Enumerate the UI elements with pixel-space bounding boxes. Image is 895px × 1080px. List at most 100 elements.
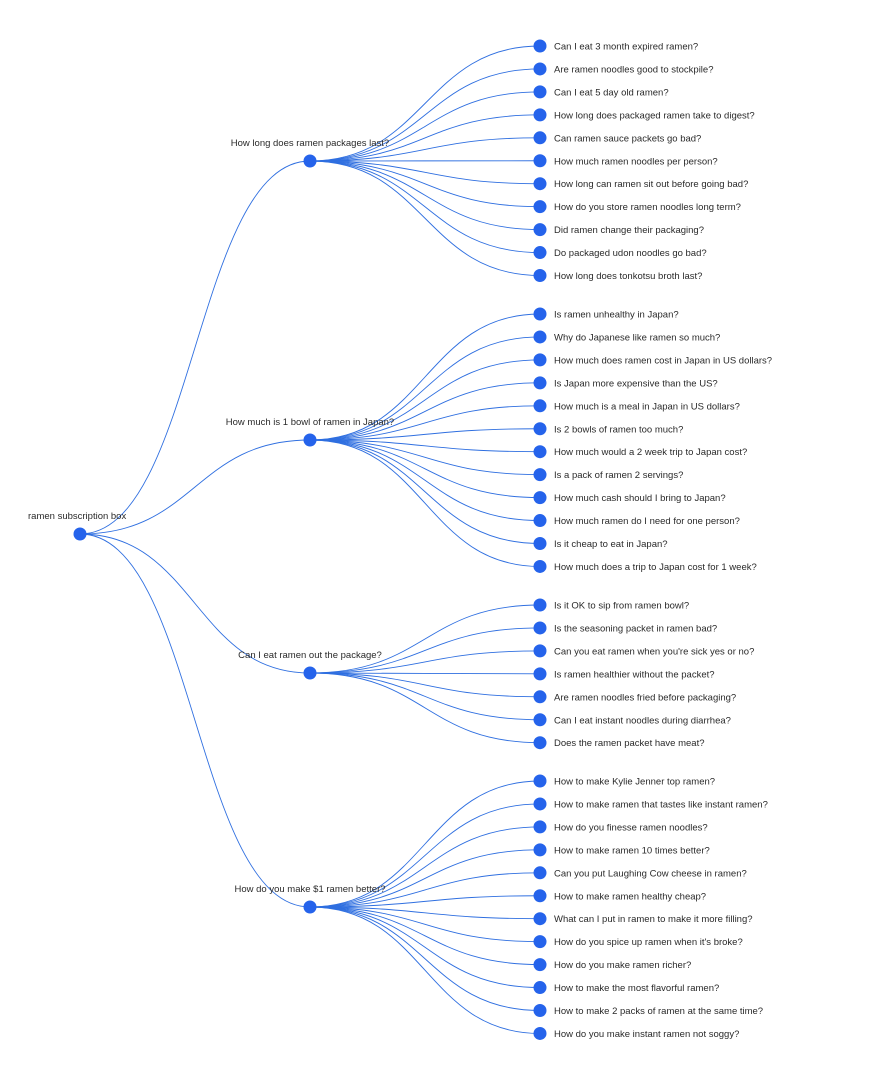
leaf-node[interactable] [533,468,547,482]
leaf-label: How much ramen do I need for one person? [554,516,740,527]
branch-node[interactable] [303,154,317,168]
leaf-label: Did ramen change their packaging? [554,225,704,236]
branch-leaf-edge [309,906,541,1011]
leaf-node[interactable] [533,269,547,282]
leaf-node[interactable] [533,644,547,658]
branch-leaf-edge [309,906,541,966]
leaf-label: What can I put in ramen to make it more … [554,914,753,925]
leaf-node[interactable] [533,537,547,550]
leaf-label: How long does packaged ramen take to dig… [554,110,755,121]
leaf-label: How long can ramen sit out before going … [554,179,748,190]
branch-node[interactable] [303,433,317,447]
leaf-node[interactable] [533,820,547,834]
leaf-node[interactable] [533,246,547,260]
leaf-node[interactable] [533,445,547,459]
leaf-node[interactable] [533,85,547,99]
leaf-label: Are ramen noodles good to stockpile? [554,64,714,75]
branch-leaf-edge [309,160,541,185]
leaf-node[interactable] [533,399,547,413]
leaf-node[interactable] [533,200,547,214]
leaf-label: How to make 2 packs of ramen at the same… [554,1006,763,1017]
leaf-label: Can I eat instant noodles during diarrhe… [554,715,731,726]
leaf-node[interactable] [533,422,547,436]
leaf-node[interactable] [533,491,547,505]
branch-leaf-edge [309,45,541,162]
leaf-node[interactable] [533,559,547,573]
branch-leaf-edge [309,826,541,908]
leaf-node[interactable] [533,223,547,237]
branch-leaf-edge [309,160,541,276]
leaf-node[interactable] [533,981,547,995]
leaf-node[interactable] [533,330,547,344]
leaf-node[interactable] [533,514,547,528]
branch-leaf-edge [309,906,541,1034]
leaf-node[interactable] [533,39,547,53]
leaf-node[interactable] [533,843,547,857]
leaf-label: How to make ramen that tastes like insta… [554,799,768,810]
branch-leaf-edge [309,672,541,744]
root-branch-edge [79,160,311,535]
branch-leaf-edge [309,650,541,674]
leaf-node[interactable] [533,621,547,635]
branch-leaf-edge [309,604,541,674]
leaf-node[interactable] [533,108,547,122]
branch-leaf-edge [309,439,541,453]
branch-leaf-edge [309,439,541,499]
branch-leaf-edge [309,382,541,441]
leaf-node[interactable] [533,713,547,727]
branch-node[interactable] [303,666,317,680]
leaf-node[interactable] [533,912,547,926]
leaf-node[interactable] [533,690,547,704]
branch-label: How long does ramen packages last? [231,138,389,149]
leaf-node[interactable] [533,866,547,880]
branch-leaf-edge [309,428,541,441]
leaf-node[interactable] [533,177,547,191]
branch-leaf-edge [309,895,541,908]
root-branch-edge [79,439,311,535]
leaf-node[interactable] [533,958,547,972]
leaf-label: How to make Kylie Jenner top ramen? [554,777,715,788]
leaf-node[interactable] [533,736,547,750]
leaf-label: Is it OK to sip from ramen bowl? [554,601,689,612]
leaf-label: How much would a 2 week trip to Japan co… [554,447,747,458]
leaf-label: How do you make instant ramen not soggy? [554,1029,739,1040]
branch-leaf-edge [309,160,541,231]
root-label: ramen subscription box [28,511,126,522]
leaf-label: Are ramen noodles fried before packaging… [554,692,736,703]
branch-leaf-edge [309,439,541,476]
branch-label: How much is 1 bowl of ramen in Japan? [226,417,394,428]
branch-leaf-edge [309,780,541,908]
leaf-node[interactable] [533,1026,547,1040]
leaf-node[interactable] [533,131,547,145]
leaf-label: How much ramen noodles per person? [554,156,718,167]
leaf-label: How do you spice up ramen when it's brok… [554,937,743,948]
leaf-label: How much is a meal in Japan in US dollar… [554,401,740,412]
leaf-label: Do packaged udon noodles go bad? [554,248,707,259]
branch-leaf-edge [309,906,541,988]
leaf-node[interactable] [533,62,547,76]
leaf-label: Can I eat 5 day old ramen? [554,87,669,98]
leaf-node[interactable] [533,154,547,168]
leaf-node[interactable] [533,376,547,390]
branch-leaf-edge [309,627,541,674]
branch-leaf-edge [309,68,541,162]
leaf-node[interactable] [533,1004,547,1017]
branch-leaf-edge [309,359,541,441]
leaf-node[interactable] [533,598,547,612]
leaf-node[interactable] [533,353,547,367]
leaf-node[interactable] [533,797,547,811]
branch-node[interactable] [303,900,317,914]
leaf-label: Can I eat 3 month expired ramen? [554,42,698,53]
branch-leaf-edge [309,160,541,208]
leaf-node[interactable] [533,889,547,903]
leaf-node[interactable] [533,307,547,321]
leaf-node[interactable] [533,935,547,949]
branch-leaf-edge [309,672,541,675]
leaf-node[interactable] [533,667,547,681]
tree-edges [79,45,541,1034]
leaf-label: Is 2 bowls of ramen too much? [554,424,683,435]
branch-leaf-edge [309,906,541,943]
root-node[interactable] [73,527,87,541]
leaf-label: How long does tonkotsu broth last? [554,271,702,282]
leaf-node[interactable] [533,774,547,788]
